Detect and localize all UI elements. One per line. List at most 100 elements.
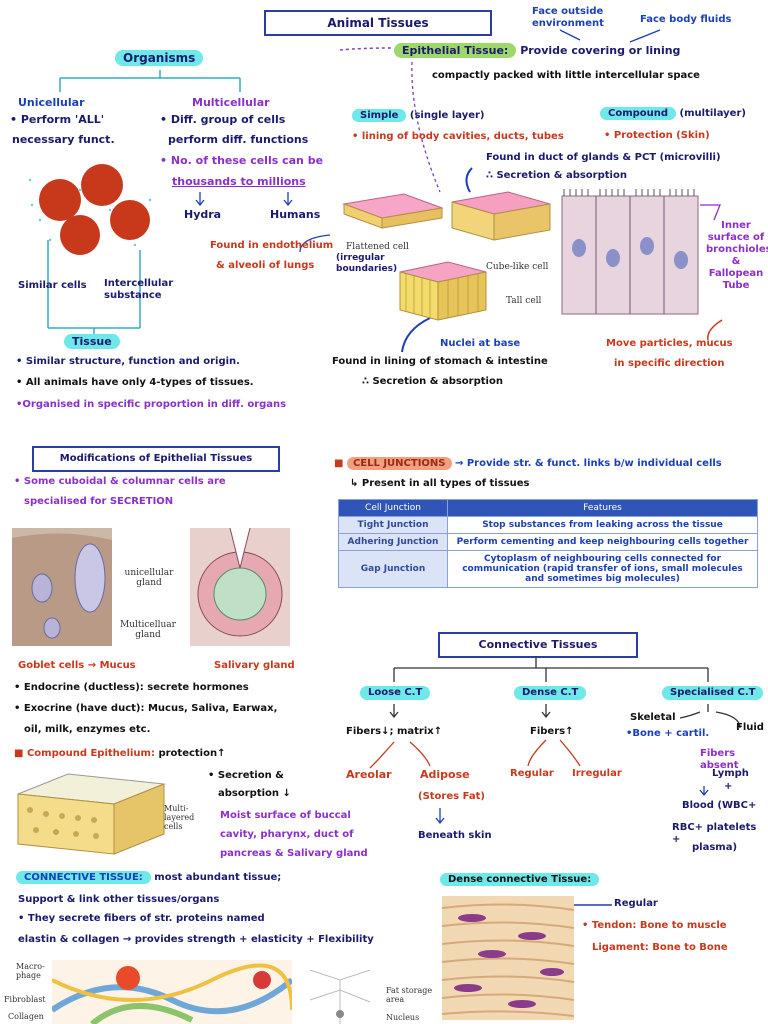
multicellular-line4: thousands to millions	[172, 175, 306, 188]
table-cell: Cytoplasm of neighbouring cells connecte…	[447, 550, 758, 588]
tissue-bullet-3: •Organised in specific proportion in dif…	[16, 399, 287, 410]
beneath-skin-label: Beneath skin	[418, 830, 492, 841]
tall-cell-caption: Tall cell	[506, 296, 542, 306]
epithelial-desc-1: Provide covering or lining	[520, 44, 681, 57]
irregular-line-2: boundaries)	[336, 264, 398, 274]
tissue-bullet-1: • Similar structure, function and origin…	[16, 356, 240, 367]
table-cell: Gap Junction	[338, 550, 448, 588]
similar-cells-label: Similar cells	[18, 280, 87, 291]
cell-junctions-present-text: Present in all types of tissues	[361, 478, 530, 489]
compound-epi-desc: protection↑	[158, 748, 226, 759]
ct-desc-line-4: elastin & collagen → provides strength +…	[18, 934, 374, 945]
regular-pointer-line	[574, 904, 612, 906]
moist-line-2: cavity, pharynx, duct of	[220, 829, 354, 840]
dense-tissue-image	[442, 896, 574, 1020]
epithelial-label: Epithelial Tissue: Provide covering or l…	[394, 43, 681, 58]
dense-ct-tag: Dense C.T	[514, 686, 587, 700]
compound-epithelium-image	[17, 773, 165, 855]
compound-sub: (multilayer)	[679, 108, 746, 119]
cell-junctions-tag: CELL JUNCTIONS	[346, 457, 452, 470]
areolar-label: Areolar	[346, 768, 392, 781]
tissue-bullet-2: • All animals have only 4-types of tissu…	[16, 377, 254, 388]
columnar-note-1: Found in lining of stomach & intestine	[332, 356, 548, 367]
compound-epi-label: Compound Epithelium:	[26, 748, 155, 759]
compound-sec-2: absorption ↓	[218, 788, 291, 799]
bone-cartil-label: •Bone + cartil.	[626, 728, 710, 739]
dense-ct-heading-tag: Dense connective Tissue:	[440, 873, 600, 886]
columnar-epithelium-image	[399, 261, 487, 321]
ct-desc-line-3: • They secrete fibers of str. proteins n…	[18, 913, 265, 924]
columnar-note-2: ∴ Secretion & absorption	[362, 376, 503, 387]
macrophage-caption: Macro-phage	[16, 962, 45, 980]
moist-line-3: pancreas & Salivary gland	[220, 848, 368, 859]
multicellular-line2: perform diff. functions	[168, 133, 309, 146]
simple-sub: (single layer)	[409, 110, 485, 121]
squamous-note-2: & alveoli of lungs	[216, 260, 315, 271]
cells-illustration	[28, 164, 152, 255]
fibroblast-caption: Fibroblast	[4, 995, 46, 1004]
ciliated-note-1: Inner	[721, 220, 751, 231]
endocrine-line: • Endocrine (ductless): secrete hormones	[14, 682, 249, 693]
adipose-label: Adipose	[420, 768, 470, 781]
lymph-label: Lymph	[712, 768, 749, 779]
cell-junctions-desc: → Provide str. & funct. links b/w indivi…	[454, 458, 722, 469]
loose-ct-tag: Loose C.T	[360, 686, 431, 700]
unicellular-gland-caption: unicellular gland	[124, 568, 174, 588]
connective-title: Connective Tissues	[438, 632, 638, 658]
goblet-label: Goblet cells → Mucus	[18, 660, 136, 671]
irregular-line-1: (irregular	[336, 253, 385, 263]
table-row: Adhering Junction Perform cementing and …	[338, 533, 758, 551]
exocrine-line-1: • Exocrine (have duct): Mucus, Saliva, E…	[14, 703, 278, 714]
cubelike-cell-caption: Cube-like cell	[486, 262, 549, 272]
humans-label: Humans	[270, 208, 321, 221]
hydra-label: Hydra	[184, 208, 222, 221]
plasma-label: plasma)	[692, 842, 738, 853]
multilayered-caption: Multi-layered cells	[164, 804, 195, 831]
organisms-label: Organisms	[115, 50, 204, 66]
dense-fibers: Fibers↑	[530, 726, 574, 737]
simple-heading: Simple (single layer)	[352, 109, 485, 122]
moist-line-1: Moist surface of buccal	[220, 810, 351, 821]
modifications-title: Modifications of Epithelial Tissues	[32, 446, 280, 472]
areolar-tissue-image	[52, 960, 292, 1024]
ct-desc-line-1: most abundant tissue;	[154, 872, 282, 883]
skeletal-label: Skeletal	[630, 712, 676, 723]
face-body-label: Face body fluids	[640, 14, 732, 25]
nuclei-base-label: Nuclei at base	[440, 338, 521, 349]
collagen-caption: Collagen	[8, 1012, 44, 1021]
mods-line-1: • Some cuboidal & columnar cells are	[14, 476, 226, 487]
compound-bullet: • Protection (Skin)	[604, 130, 710, 141]
ciliated-epithelium-image	[561, 189, 699, 315]
cell-junctions-heading: ■ CELL JUNCTIONS → Provide str. & funct.…	[334, 457, 722, 470]
simple-tag: Simple	[352, 109, 407, 122]
multicellular-gland-image	[190, 528, 290, 646]
specialised-ct-tag: Specialised C.T	[662, 686, 764, 700]
plus-label: +	[724, 781, 733, 792]
epithelial-tag: Epithelial Tissue:	[394, 43, 517, 58]
cuboidal-note-2: ∴ Secretion & absorption	[486, 170, 627, 181]
tissue-label: Tissue	[64, 334, 120, 349]
regular-label: Regular	[510, 768, 554, 779]
dense-ct-heading: Dense connective Tissue:	[440, 873, 600, 886]
page-title: Animal Tissues	[264, 10, 492, 36]
unicellular-title: Unicellular	[18, 96, 85, 109]
multicellular-gland-caption: Multicelluar gland	[120, 620, 176, 640]
unicellular-line1: • Perform 'ALL'	[10, 113, 105, 126]
dense-regular-label: Regular	[614, 898, 658, 909]
compound-tag: Compound	[600, 107, 677, 120]
blood-label: Blood (WBC+	[682, 800, 757, 811]
fat-storage-caption: Fat storage area	[386, 986, 433, 1004]
table-row: Tight Junction Stop substances from leak…	[338, 516, 758, 534]
cell-junctions-present: ↳ Present in all types of tissues	[350, 478, 530, 489]
face-outside-label: Face outside environment	[532, 6, 604, 29]
table-row: Gap Junction Cytoplasm of neighbouring c…	[338, 550, 758, 588]
irregular-label: Irregular	[572, 768, 622, 779]
multicellular-title: Multicellular	[192, 96, 270, 109]
loose-fibers-matrix: Fibers↓; matrix↑	[346, 726, 443, 737]
ciliated-note-5: Tube	[722, 280, 750, 291]
ct-desc-heading: CONNECTIVE TISSUE: most abundant tissue;	[16, 871, 282, 884]
multicellular-line3: • No. of these cells can be	[160, 154, 324, 167]
ciliated-note-3: bronchioles	[706, 244, 768, 255]
ciliated-note: Inner surface of bronchioles & Fallopean…	[706, 220, 768, 292]
unicellular-gland-image	[12, 528, 112, 646]
